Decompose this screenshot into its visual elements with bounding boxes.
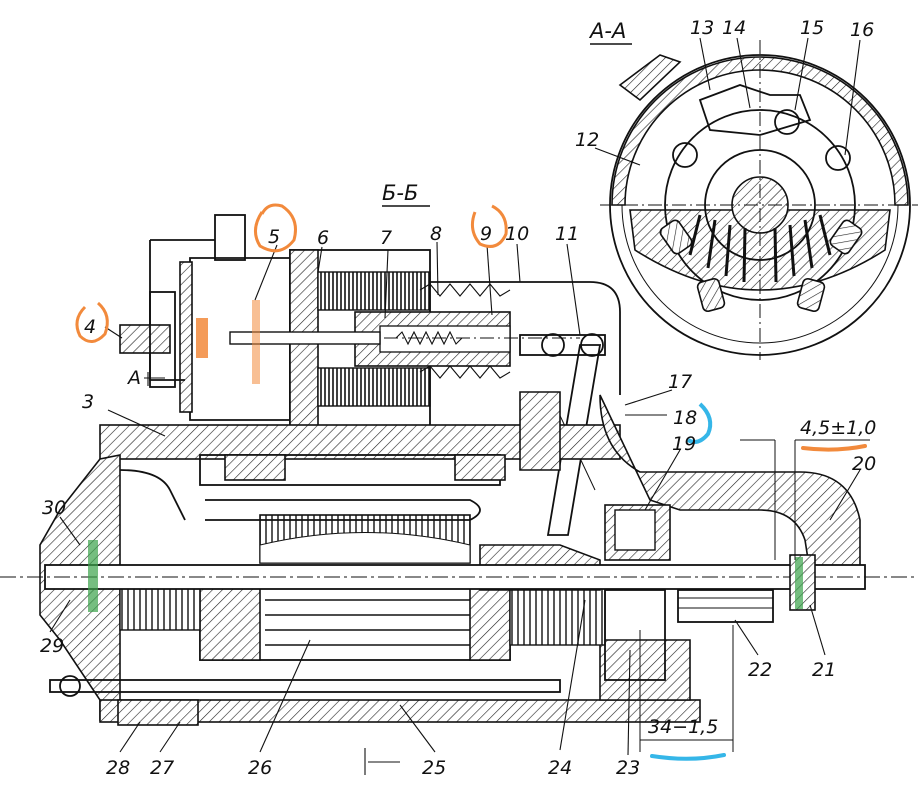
label-3: 3 — [82, 391, 94, 413]
label-8: 8 — [430, 223, 442, 245]
solenoid-relay — [119, 214, 621, 431]
section-aa-view — [600, 40, 918, 360]
label-29: 29 — [40, 635, 64, 657]
label-20: 20 — [852, 453, 876, 475]
label-17: 17 — [668, 371, 692, 393]
highlight-label-5 — [254, 203, 297, 253]
leader-lines — [49, 37, 861, 756]
dimension-length-text: 34−1,5 — [648, 716, 718, 738]
label-9: 9 — [480, 223, 492, 245]
label-15: 15 — [800, 17, 824, 39]
dimension-gap: 4,5±1,0 — [740, 417, 876, 560]
label-4: 4 — [84, 316, 96, 338]
label-18: 18 — [673, 407, 697, 429]
section-bb-title: Б-Б — [382, 181, 418, 205]
label-22: 22 — [748, 659, 772, 681]
commutator-bars — [688, 214, 832, 283]
section-aa-title: А-А — [588, 19, 626, 43]
label-7: 7 — [380, 227, 392, 249]
highlight-label-4 — [75, 301, 109, 343]
label-10: 10 — [505, 223, 529, 245]
label-19: 19 — [672, 433, 696, 455]
highlight-label-18 — [686, 402, 713, 444]
label-28: 28 — [106, 757, 130, 779]
dimension-length: 34−1,5 — [639, 625, 734, 761]
commutator-brushes — [659, 219, 863, 313]
label-13: 13 — [690, 17, 714, 39]
label-21: 21 — [812, 659, 836, 681]
label-26: 26 — [248, 757, 272, 779]
label-24: 24 — [548, 757, 572, 779]
dimension-gap-text: 4,5±1,0 — [800, 417, 876, 439]
label-6: 6 — [317, 227, 329, 249]
label-23: 23 — [616, 757, 640, 779]
part-labels: 3 4 5 6 7 8 9 10 11 12 13 14 15 16 17 18… — [40, 17, 876, 779]
highlight-label-9 — [470, 204, 508, 248]
label-14: 14 — [722, 17, 746, 39]
label-27: 27 — [150, 757, 174, 779]
section-a-arrow-label: А — [126, 367, 141, 389]
label-5: 5 — [268, 226, 280, 248]
label-30: 30 — [42, 497, 66, 519]
label-25: 25 — [422, 757, 446, 779]
label-16: 16 — [850, 19, 874, 41]
label-11: 11 — [555, 223, 579, 245]
label-12: 12 — [575, 129, 599, 151]
motor-housing — [0, 391, 918, 726]
